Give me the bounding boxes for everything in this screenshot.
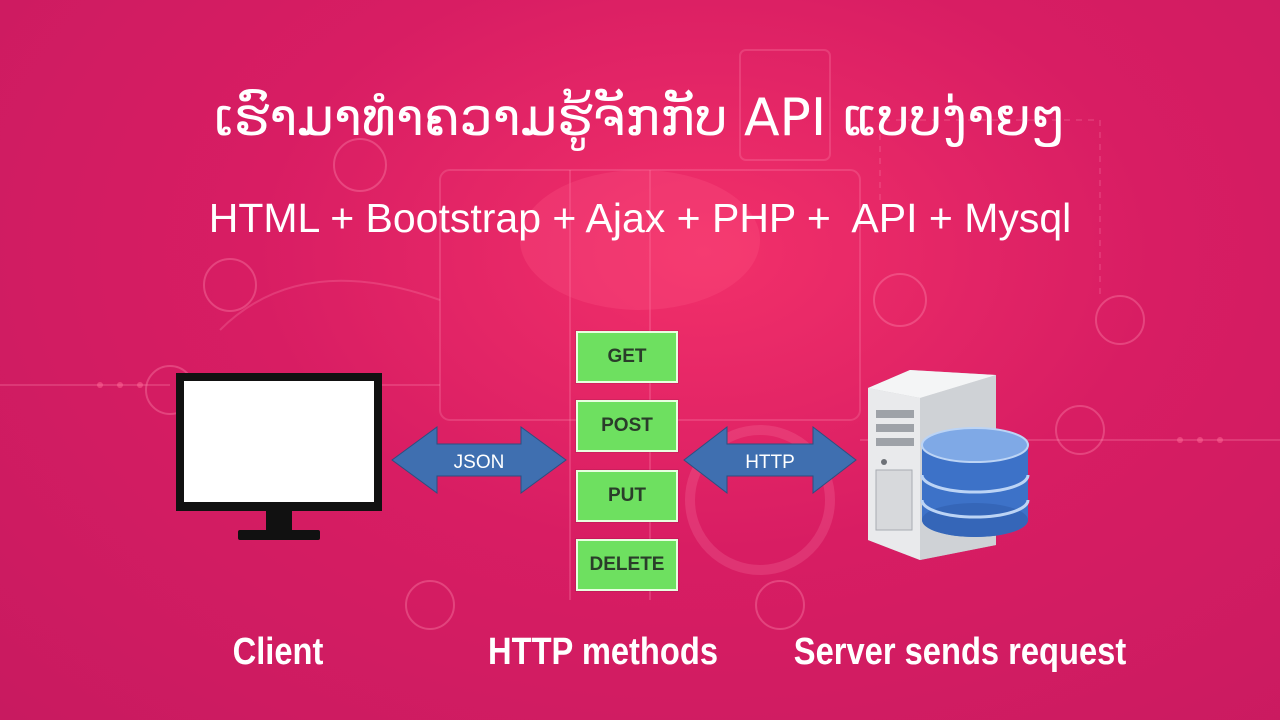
method-get: GET [576,331,678,383]
client-label: Client [232,631,324,673]
method-put: PUT [576,470,678,522]
server-label: Server sends request [793,631,1127,673]
http-arrow-label: HTTP [745,452,795,473]
double-arrow-icon: HTTP [683,425,857,495]
method-delete: DELETE [576,539,678,591]
page-title: ເຮົາມາທຳຄວາມຮູ້ຈັກກັບ API ແບບງ່າຍໆ [214,88,1066,148]
http-methods-label: HTTP methods [488,631,718,673]
method-post: POST [576,400,678,452]
monitor-icon [176,373,382,540]
double-arrow-icon: JSON [391,426,567,494]
database-icon [920,427,1030,537]
page-subtitle: HTML + Bootstrap + Ajax + PHP + API + My… [208,195,1072,241]
json-arrow-label: JSON [454,452,505,473]
